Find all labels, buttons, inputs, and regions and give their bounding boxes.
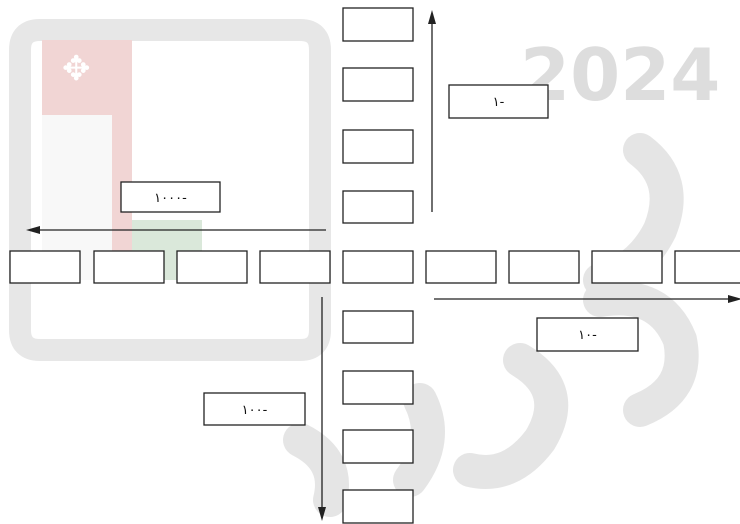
horizontal-row bbox=[9, 250, 740, 284]
arrow-down bbox=[318, 297, 326, 521]
center-box bbox=[342, 250, 414, 284]
place-box bbox=[342, 429, 414, 464]
place-box bbox=[9, 250, 81, 284]
place-box bbox=[508, 250, 580, 284]
place-box bbox=[342, 370, 414, 405]
watermark-year: 2024 bbox=[520, 33, 720, 117]
place-box bbox=[342, 129, 414, 164]
label-up: ١- bbox=[448, 84, 549, 119]
place-box bbox=[259, 250, 331, 284]
watermark-frame bbox=[9, 19, 331, 361]
arrow-left-head-icon bbox=[26, 226, 40, 234]
place-box bbox=[342, 67, 414, 102]
place-box bbox=[591, 250, 663, 284]
arrow-up bbox=[428, 10, 436, 212]
place-box bbox=[342, 7, 414, 42]
vertical-column bbox=[342, 7, 414, 524]
place-box bbox=[342, 190, 414, 224]
label-right: ١٠- bbox=[536, 317, 639, 352]
place-box bbox=[425, 250, 497, 284]
arrow-down-head-icon bbox=[318, 507, 326, 521]
place-box bbox=[93, 250, 165, 284]
arrow-right bbox=[434, 295, 740, 303]
label-down: ١٠٠- bbox=[203, 392, 306, 426]
label-left-text: ١٠٠٠- bbox=[154, 191, 187, 206]
label-right-text: ١٠- bbox=[578, 328, 597, 343]
label-up-text: ١- bbox=[493, 95, 505, 110]
label-left: ١٠٠٠- bbox=[120, 181, 221, 213]
place-box bbox=[674, 250, 740, 284]
watermark-emblem-icon: ✥ bbox=[62, 49, 91, 89]
arrow-right-head-icon bbox=[728, 295, 740, 303]
place-box bbox=[342, 310, 414, 344]
arrow-left bbox=[26, 226, 326, 234]
label-down-text: ١٠٠- bbox=[242, 403, 268, 418]
place-box bbox=[176, 250, 248, 284]
place-box bbox=[342, 489, 414, 524]
arrow-up-head-icon bbox=[428, 10, 436, 24]
watermark-script bbox=[283, 133, 699, 517]
